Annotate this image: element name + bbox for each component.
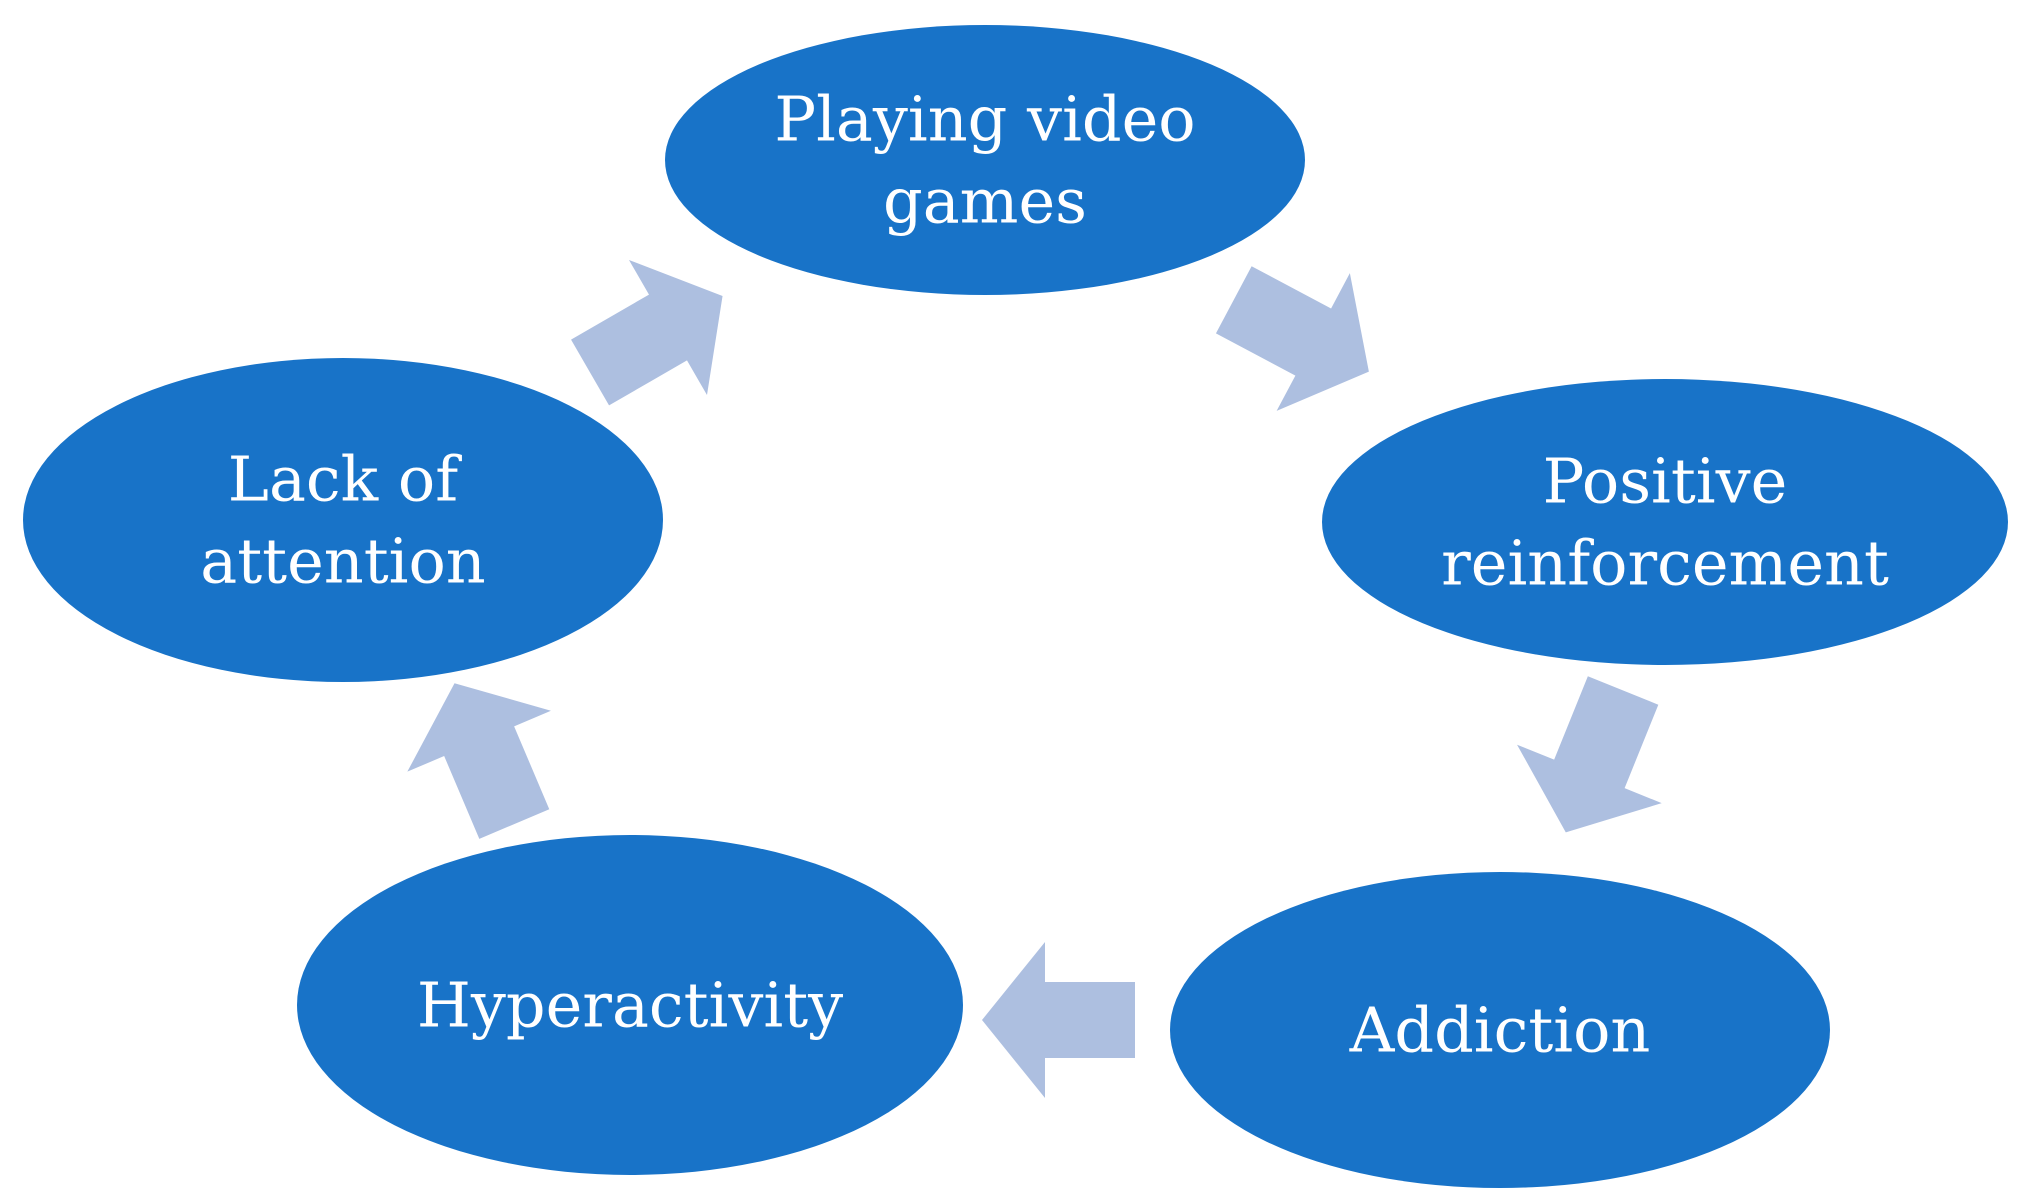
node-label-line: Positive [1543, 445, 1788, 518]
node-ellipse [23, 358, 663, 682]
node-playing-video-games: Playing video games [665, 25, 1305, 295]
node-lack-of-attention: Lack of attention [23, 358, 663, 682]
node-ellipse [1322, 379, 2008, 665]
arrow-playing-video-games-to-positive-reinforcement [1215, 266, 1369, 411]
node-label-line: reinforcement [1441, 527, 1889, 600]
node-label-line: Lack of [228, 443, 462, 516]
arrow-addiction-to-hyperactivity [982, 942, 1135, 1098]
arrows-layer [407, 259, 1662, 1098]
node-addiction: Addiction [1170, 872, 1830, 1188]
node-label-line: attention [200, 525, 485, 598]
node-label-line: Hyperactivity [417, 969, 843, 1042]
node-ellipse [1170, 872, 1830, 1188]
arrow-positive-reinforcement-to-addiction [1517, 676, 1662, 833]
node-label-line: Addiction [1349, 994, 1651, 1067]
node-hyperactivity: Hyperactivity [297, 835, 963, 1175]
node-label-line: Playing video [774, 83, 1195, 156]
node-positive-reinforcement: Positive reinforcement [1322, 379, 2008, 665]
node-label-line: games [883, 165, 1087, 238]
arrow-hyperactivity-to-lack-of-attention [407, 683, 551, 839]
node-ellipse [297, 835, 963, 1175]
arrow-lack-of-attention-to-playing-video-games [571, 259, 723, 406]
node-ellipse [665, 25, 1305, 295]
